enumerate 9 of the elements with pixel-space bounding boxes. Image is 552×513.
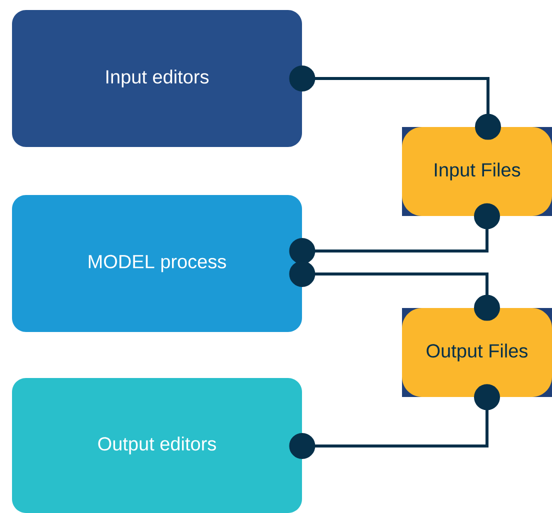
file-box: Input Files xyxy=(402,126,552,216)
editor-box: Input editors xyxy=(12,10,302,147)
file-box: Output Files xyxy=(402,308,552,397)
connector xyxy=(289,384,500,459)
connector xyxy=(289,203,500,264)
connector xyxy=(289,66,501,140)
connector xyxy=(289,260,500,321)
process-box: MODEL process xyxy=(12,195,302,332)
editor-box: Output editors xyxy=(12,378,302,513)
